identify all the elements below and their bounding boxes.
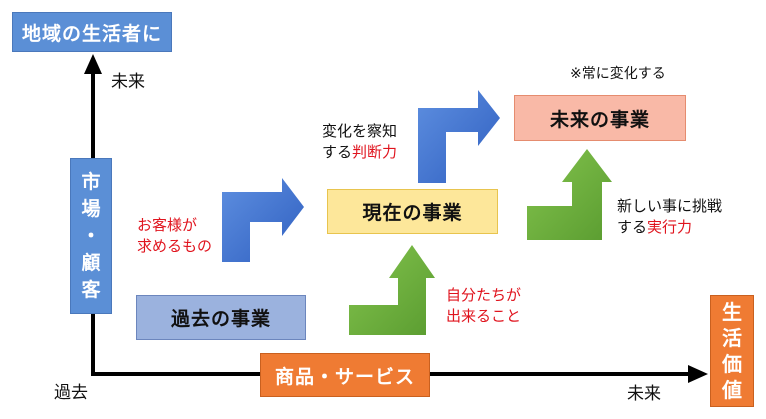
note-challenge-prefix: する [617,218,648,236]
note-customer-needs: お客様が 求めるもの [137,215,212,257]
note-challenge-line2: する実行力 [617,217,722,238]
note-always-changing: ※常に変化する [570,66,666,82]
y-axis-past-label: 過去 [54,383,88,403]
market-char-3: ・ [81,224,101,247]
box-market-customer: 市 場 ・ 顧 客 [70,158,112,314]
market-char-4: 顧 [81,251,101,274]
note-execution-highlight: 実行力 [647,218,693,236]
note-our-capability-line1: 自分たちが [446,286,522,304]
note-sense-change-line2: する判断力 [322,142,397,163]
life-value-char-1: 生 [722,300,742,324]
up-arrow-green-1 [349,245,435,335]
box-local-residents: 地域の生活者に [12,12,172,52]
up-arrow-green-2 [527,149,612,240]
x-axis-arrowhead [688,365,708,383]
box-products-services: 商品・サービス [260,353,430,397]
market-char-2: 場 [81,197,101,220]
bent-arrow-blue-2 [418,90,500,183]
note-our-capability-line2: 出来ること [446,307,522,325]
market-char-1: 市 [81,170,101,193]
note-sense-change: 変化を察知 する判断力 [322,121,397,163]
note-sense-change-prefix: する [322,143,353,161]
box-life-value: 生 活 価 値 [710,295,754,407]
note-judgment-highlight: 判断力 [352,143,398,161]
life-value-char-4: 値 [722,378,742,402]
bent-arrow-blue-1 [222,178,304,262]
box-past-business: 過去の事業 [136,295,306,340]
note-challenge-line1: 新しい事に挑戦 [617,197,723,215]
market-char-5: 客 [81,278,101,301]
note-customer-needs-line2: 求めるもの [137,237,213,255]
x-axis-future-label: 未来 [627,384,661,404]
note-customer-needs-line1: お客様が [137,216,198,234]
life-value-char-2: 活 [722,326,742,350]
note-our-capability: 自分たちが 出来ること [446,285,521,327]
box-current-business: 現在の事業 [327,189,498,234]
note-sense-change-line1: 変化を察知 [322,122,398,140]
y-axis-arrowhead [84,54,102,74]
life-value-char-3: 価 [722,352,742,376]
y-axis-future-label: 未来 [111,72,145,92]
box-future-business: 未来の事業 [514,95,686,141]
note-challenge: 新しい事に挑戦 する実行力 [617,196,722,238]
